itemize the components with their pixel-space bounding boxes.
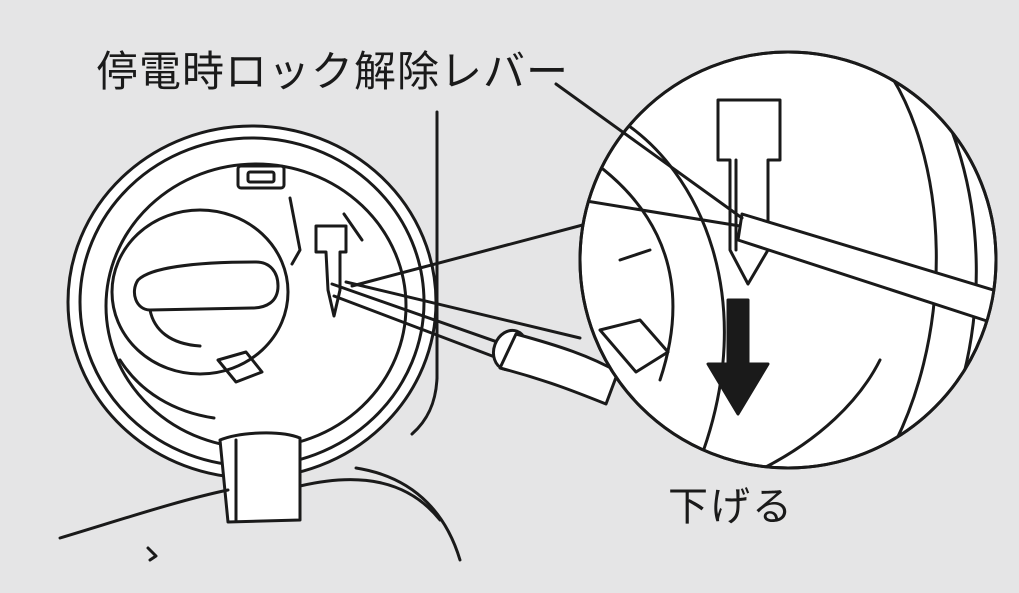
lower-instruction-label: 下げる (668, 484, 794, 530)
screwdriver (330, 282, 620, 406)
lock-release-lever-small (288, 196, 364, 318)
lock-release-lever-label: 停電時ロック解除レバー (96, 47, 570, 96)
lid-hinge-strap (58, 431, 442, 562)
lid-top-clip (236, 164, 286, 190)
fuel-cap (110, 208, 290, 420)
zoom-detail-circle (578, 50, 998, 470)
zoom-projection-lines (344, 220, 596, 340)
down-arrow-icon (706, 298, 770, 416)
label-leader-line (554, 82, 744, 220)
